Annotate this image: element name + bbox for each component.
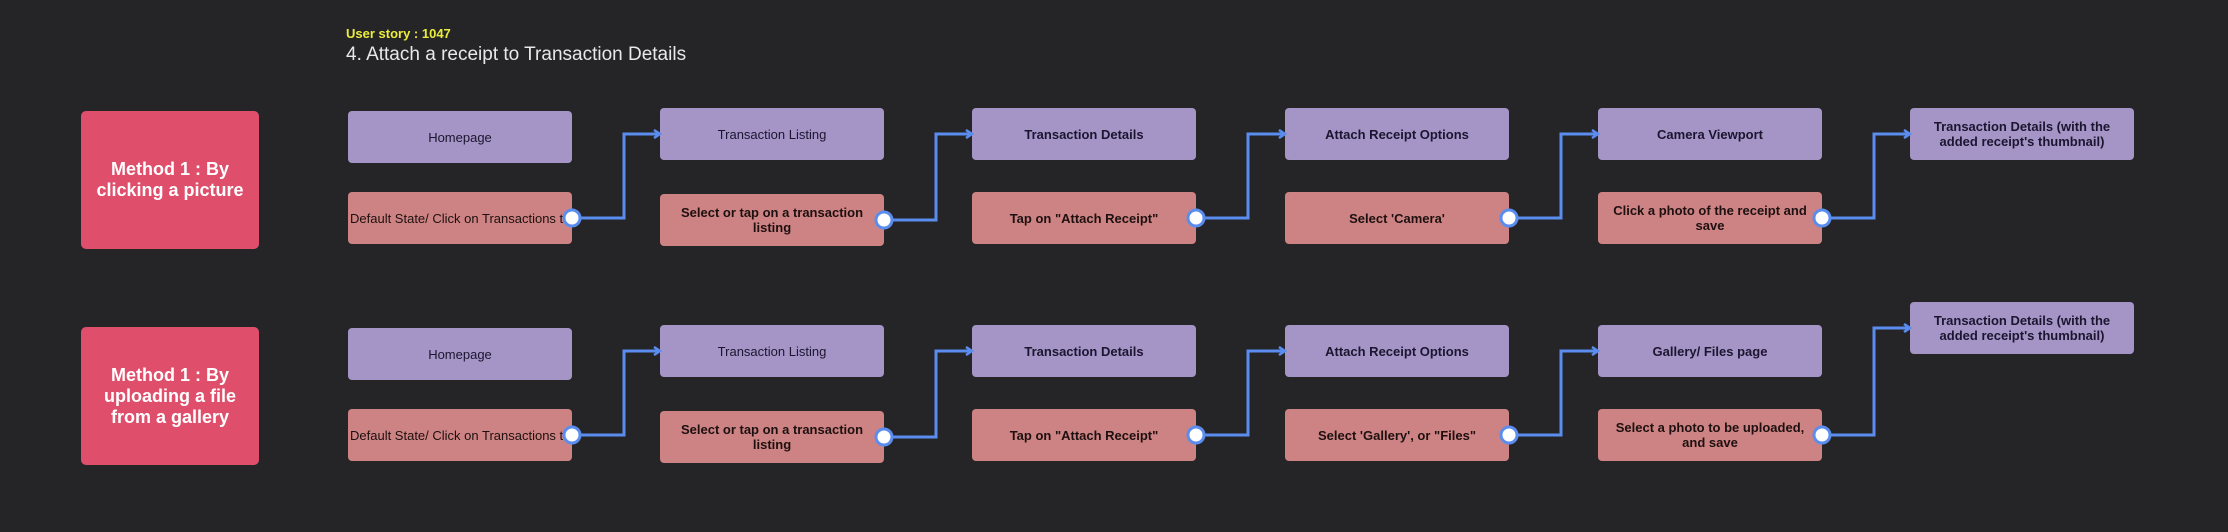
connector-handle bbox=[562, 208, 582, 228]
connector-handle bbox=[1812, 425, 1832, 445]
connector-arrow bbox=[572, 351, 660, 437]
action-default-state[interactable]: Default State/ Click on Transactions tab bbox=[348, 409, 572, 461]
state-gallery-files-page[interactable]: Gallery/ Files page bbox=[1598, 325, 1822, 377]
connector-handle bbox=[1186, 425, 1206, 445]
connector-handle bbox=[1812, 208, 1832, 228]
action-tap-attach-receipt[interactable]: Tap on "Attach Receipt" bbox=[972, 192, 1196, 244]
action-select-gallery-files[interactable]: Select 'Gallery', or "Files" bbox=[1285, 409, 1509, 461]
connector-arrow bbox=[1822, 134, 1910, 220]
connector-handle bbox=[1186, 208, 1206, 228]
state-attach-receipt-options[interactable]: Attach Receipt Options bbox=[1285, 325, 1509, 377]
connector-handle bbox=[562, 425, 582, 445]
state-homepage[interactable]: Homepage bbox=[348, 111, 572, 163]
connector-handle bbox=[1499, 208, 1519, 228]
state-transaction-details[interactable]: Transaction Details bbox=[972, 325, 1196, 377]
connector-handle bbox=[1499, 425, 1519, 445]
connector-arrow bbox=[884, 351, 972, 439]
action-default-state[interactable]: Default State/ Click on Transactions tab bbox=[348, 192, 572, 244]
state-attach-receipt-options[interactable]: Attach Receipt Options bbox=[1285, 108, 1509, 160]
state-transaction-details[interactable]: Transaction Details bbox=[972, 108, 1196, 160]
method-1-card[interactable]: Method 1 : By clicking a picture bbox=[81, 111, 259, 249]
action-click-photo[interactable]: Click a photo of the receipt and save bbox=[1598, 192, 1822, 244]
action-select-camera[interactable]: Select 'Camera' bbox=[1285, 192, 1509, 244]
connector-arrow bbox=[1509, 351, 1598, 437]
connector-arrow bbox=[884, 134, 972, 222]
state-transaction-details-with-thumbnail[interactable]: Transaction Details (with the added rece… bbox=[1910, 108, 2134, 160]
state-transaction-details-with-thumbnail[interactable]: Transaction Details (with the added rece… bbox=[1910, 302, 2134, 354]
action-select-transaction[interactable]: Select or tap on a transaction listing bbox=[660, 411, 884, 463]
user-story-id: User story : 1047 bbox=[346, 26, 451, 41]
connector-arrow bbox=[1822, 328, 1910, 437]
connector-arrow bbox=[1196, 351, 1285, 437]
action-select-photo-upload[interactable]: Select a photo to be uploaded, and save bbox=[1598, 409, 1822, 461]
connector-handle bbox=[874, 427, 894, 447]
connector-arrow bbox=[1196, 134, 1285, 220]
method-2-card[interactable]: Method 1 : By uploading a file from a ga… bbox=[81, 327, 259, 465]
connector-handle bbox=[874, 210, 894, 230]
connector-arrow bbox=[1509, 134, 1598, 220]
state-transaction-listing[interactable]: Transaction Listing bbox=[660, 325, 884, 377]
connector-arrow bbox=[572, 134, 660, 220]
action-tap-attach-receipt[interactable]: Tap on "Attach Receipt" bbox=[972, 409, 1196, 461]
state-transaction-listing[interactable]: Transaction Listing bbox=[660, 108, 884, 160]
page-title: 4. Attach a receipt to Transaction Detai… bbox=[346, 44, 687, 65]
state-camera-viewport[interactable]: Camera Viewport bbox=[1598, 108, 1822, 160]
action-select-transaction[interactable]: Select or tap on a transaction listing bbox=[660, 194, 884, 246]
state-homepage[interactable]: Homepage bbox=[348, 328, 572, 380]
